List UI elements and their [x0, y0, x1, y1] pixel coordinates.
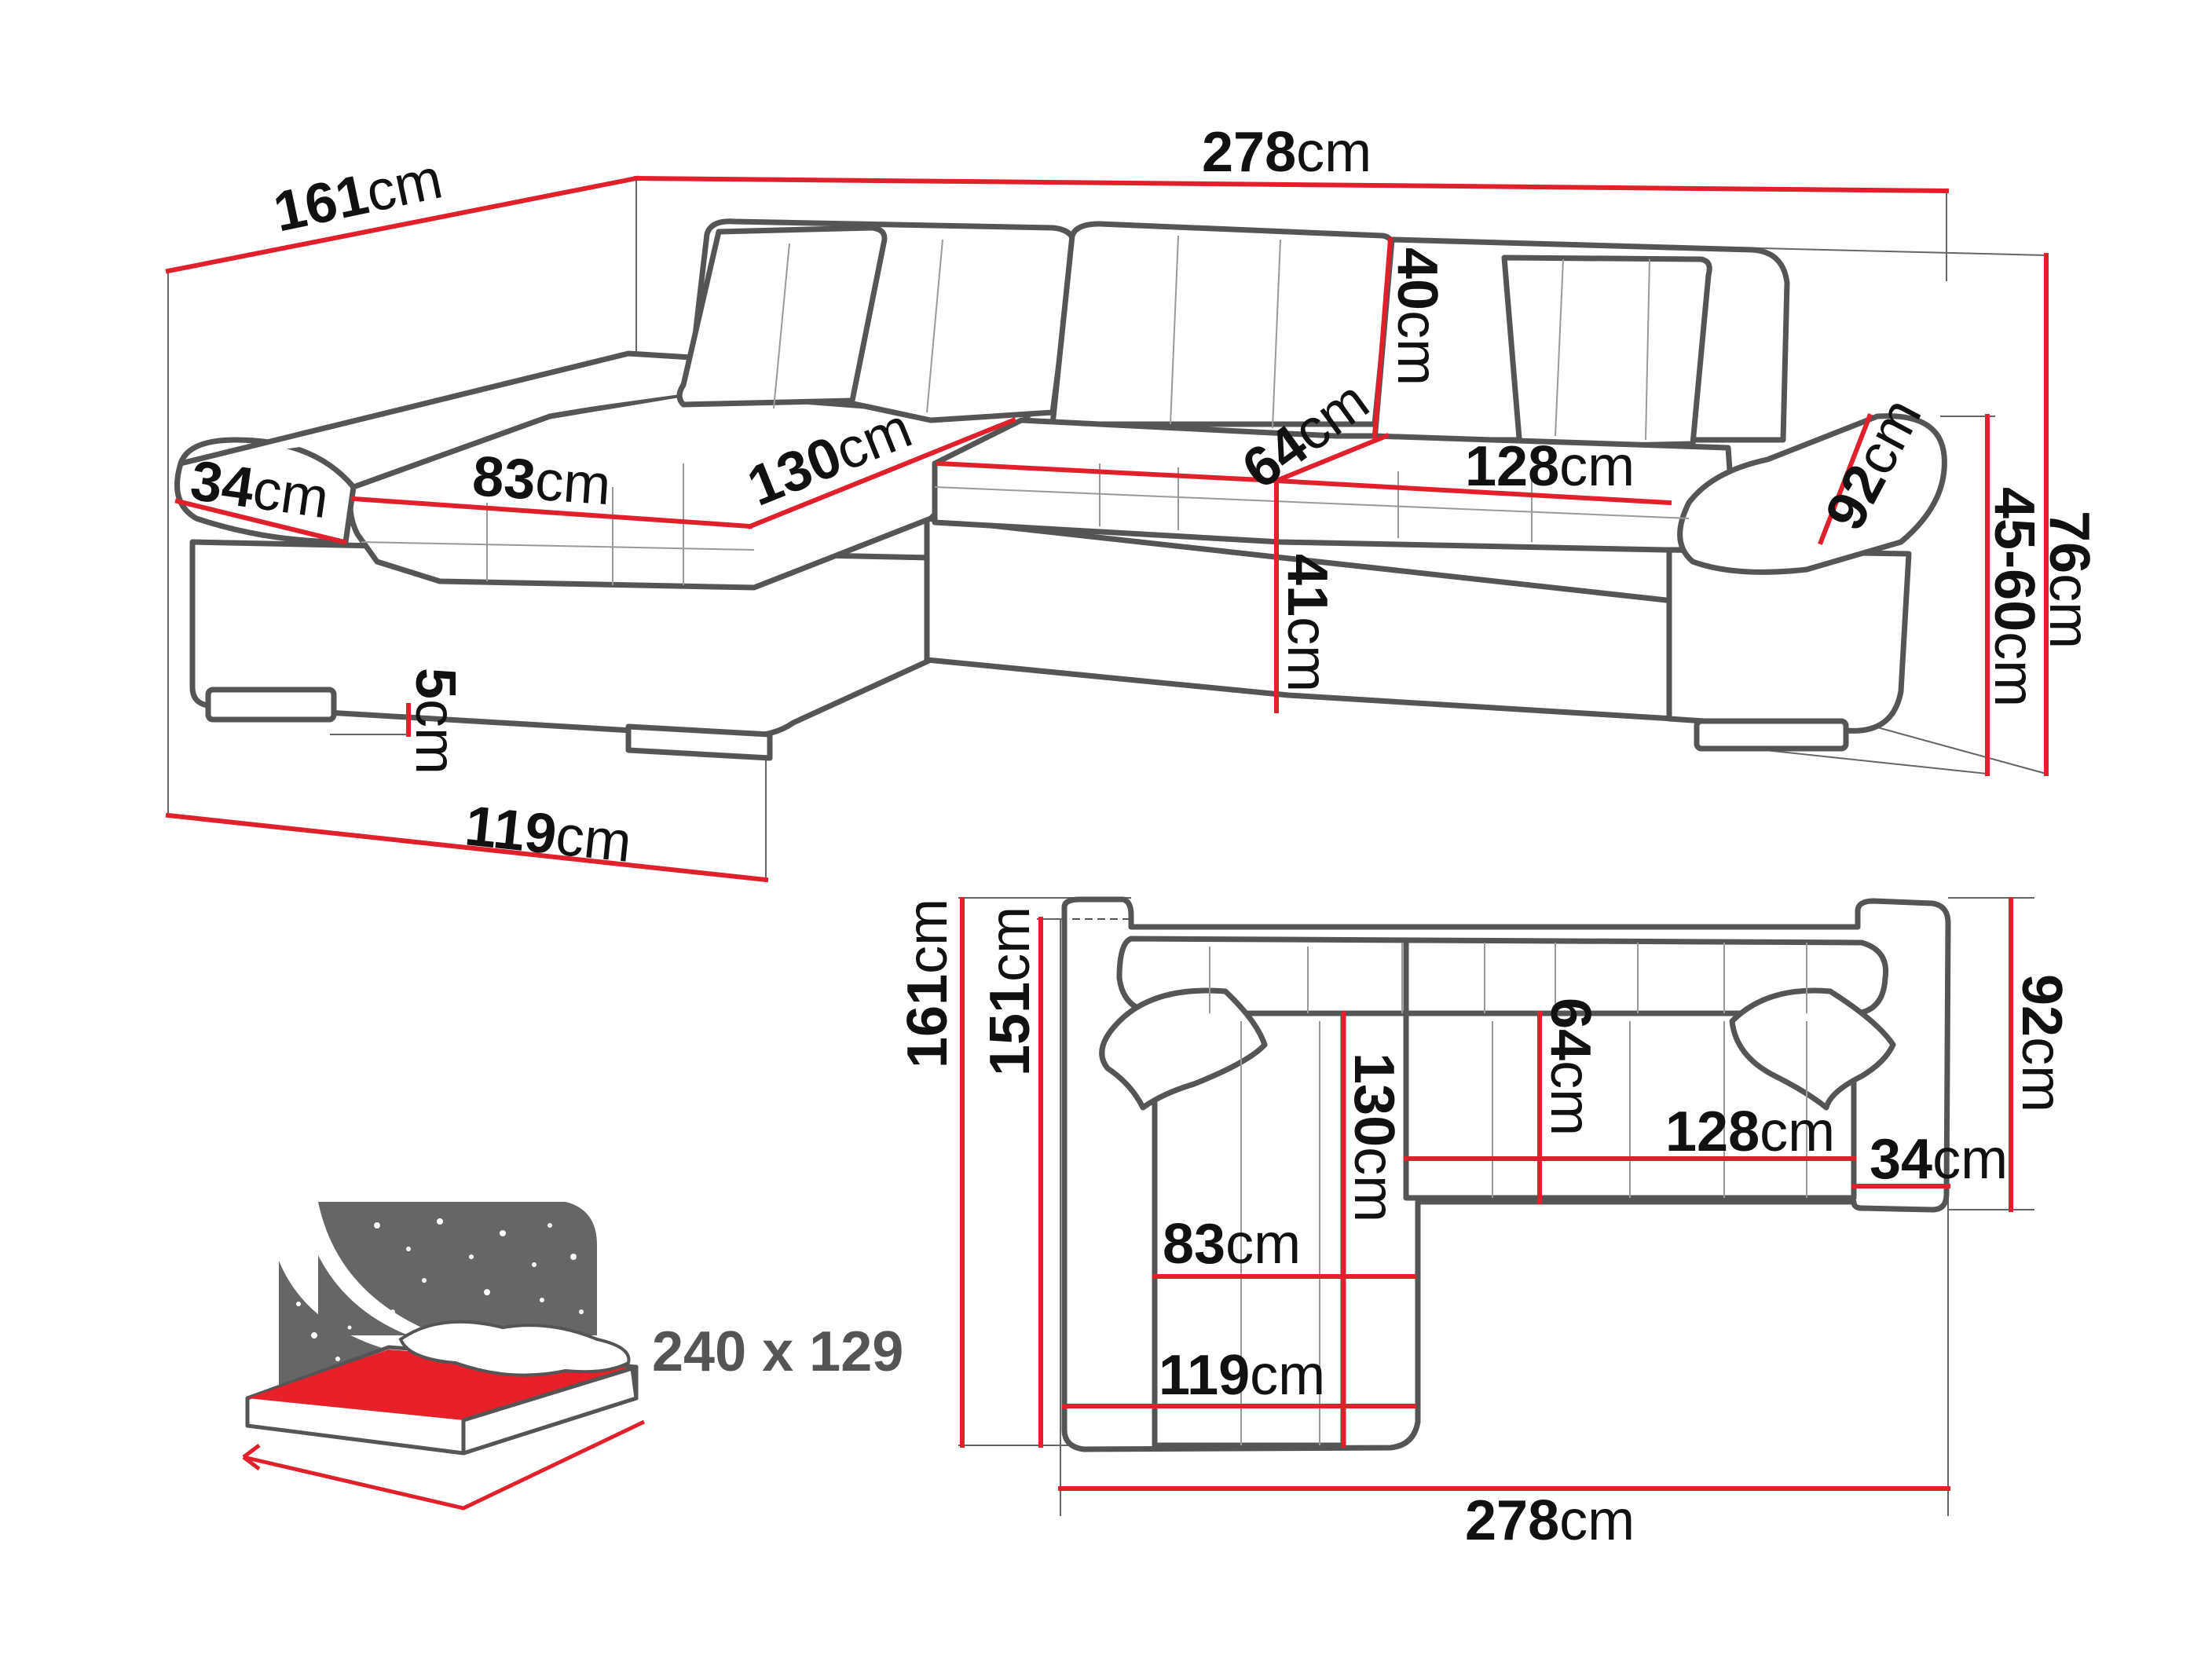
label-leg-height-5: 5cm: [404, 668, 467, 775]
label-top-chaise-seat-83: 83cm: [1163, 1213, 1301, 1276]
dim-line-64-side: [1273, 433, 1390, 484]
dim-line-128: [1273, 478, 1672, 506]
dim-line-119: [165, 812, 769, 883]
dim-line-34: [174, 498, 347, 545]
label-top-right-depth-92: 92cm: [2010, 974, 2073, 1112]
label-width-278: 278cm: [1202, 121, 1372, 184]
label-chaise-arm-34: 34cm: [187, 449, 332, 531]
dim-line-278: [633, 175, 1950, 194]
bed-icon: [242, 1202, 646, 1511]
dim-line-40: [1372, 236, 1393, 439]
label-chaise-width-119: 119cm: [462, 794, 634, 874]
label-back-height-40: 40cm: [1386, 247, 1448, 386]
label-depth-161: 161cm: [269, 147, 448, 244]
label-top-seat-64: 64cm: [1539, 998, 1602, 1136]
stars-icon: [296, 1218, 584, 1385]
label-right-seat-128: 128cm: [1465, 435, 1635, 498]
label-arm-height: 45-60cm: [1983, 487, 2045, 707]
label-seat-height-41: 41cm: [1276, 554, 1339, 692]
bed-size-label: 240 x 129: [652, 1320, 903, 1383]
dim-line-130: [747, 417, 1016, 529]
dim-line-161: [165, 175, 639, 274]
dim-line-92: [1818, 413, 1873, 545]
label-top-width-278: 278cm: [1465, 1489, 1635, 1552]
label-top-depth-161: 161cm: [896, 899, 959, 1068]
dim-line-83: [350, 496, 753, 529]
label-top-right-seat-128: 128cm: [1665, 1101, 1835, 1163]
label-height-76: 76cm: [2038, 511, 2100, 649]
top-view-sofa: [958, 896, 2034, 1516]
dim-line-64-front: [936, 460, 1280, 484]
label-top-inner-151: 151cm: [979, 906, 1042, 1076]
label-chaise-seat-83: 83cm: [471, 445, 613, 517]
label-top-arm-34: 34cm: [1870, 1128, 2008, 1191]
label-top-chaise-119: 119cm: [1159, 1344, 1325, 1407]
label-top-chaise-130: 130cm: [1342, 1053, 1405, 1222]
perspective-sofa: [165, 175, 2049, 883]
